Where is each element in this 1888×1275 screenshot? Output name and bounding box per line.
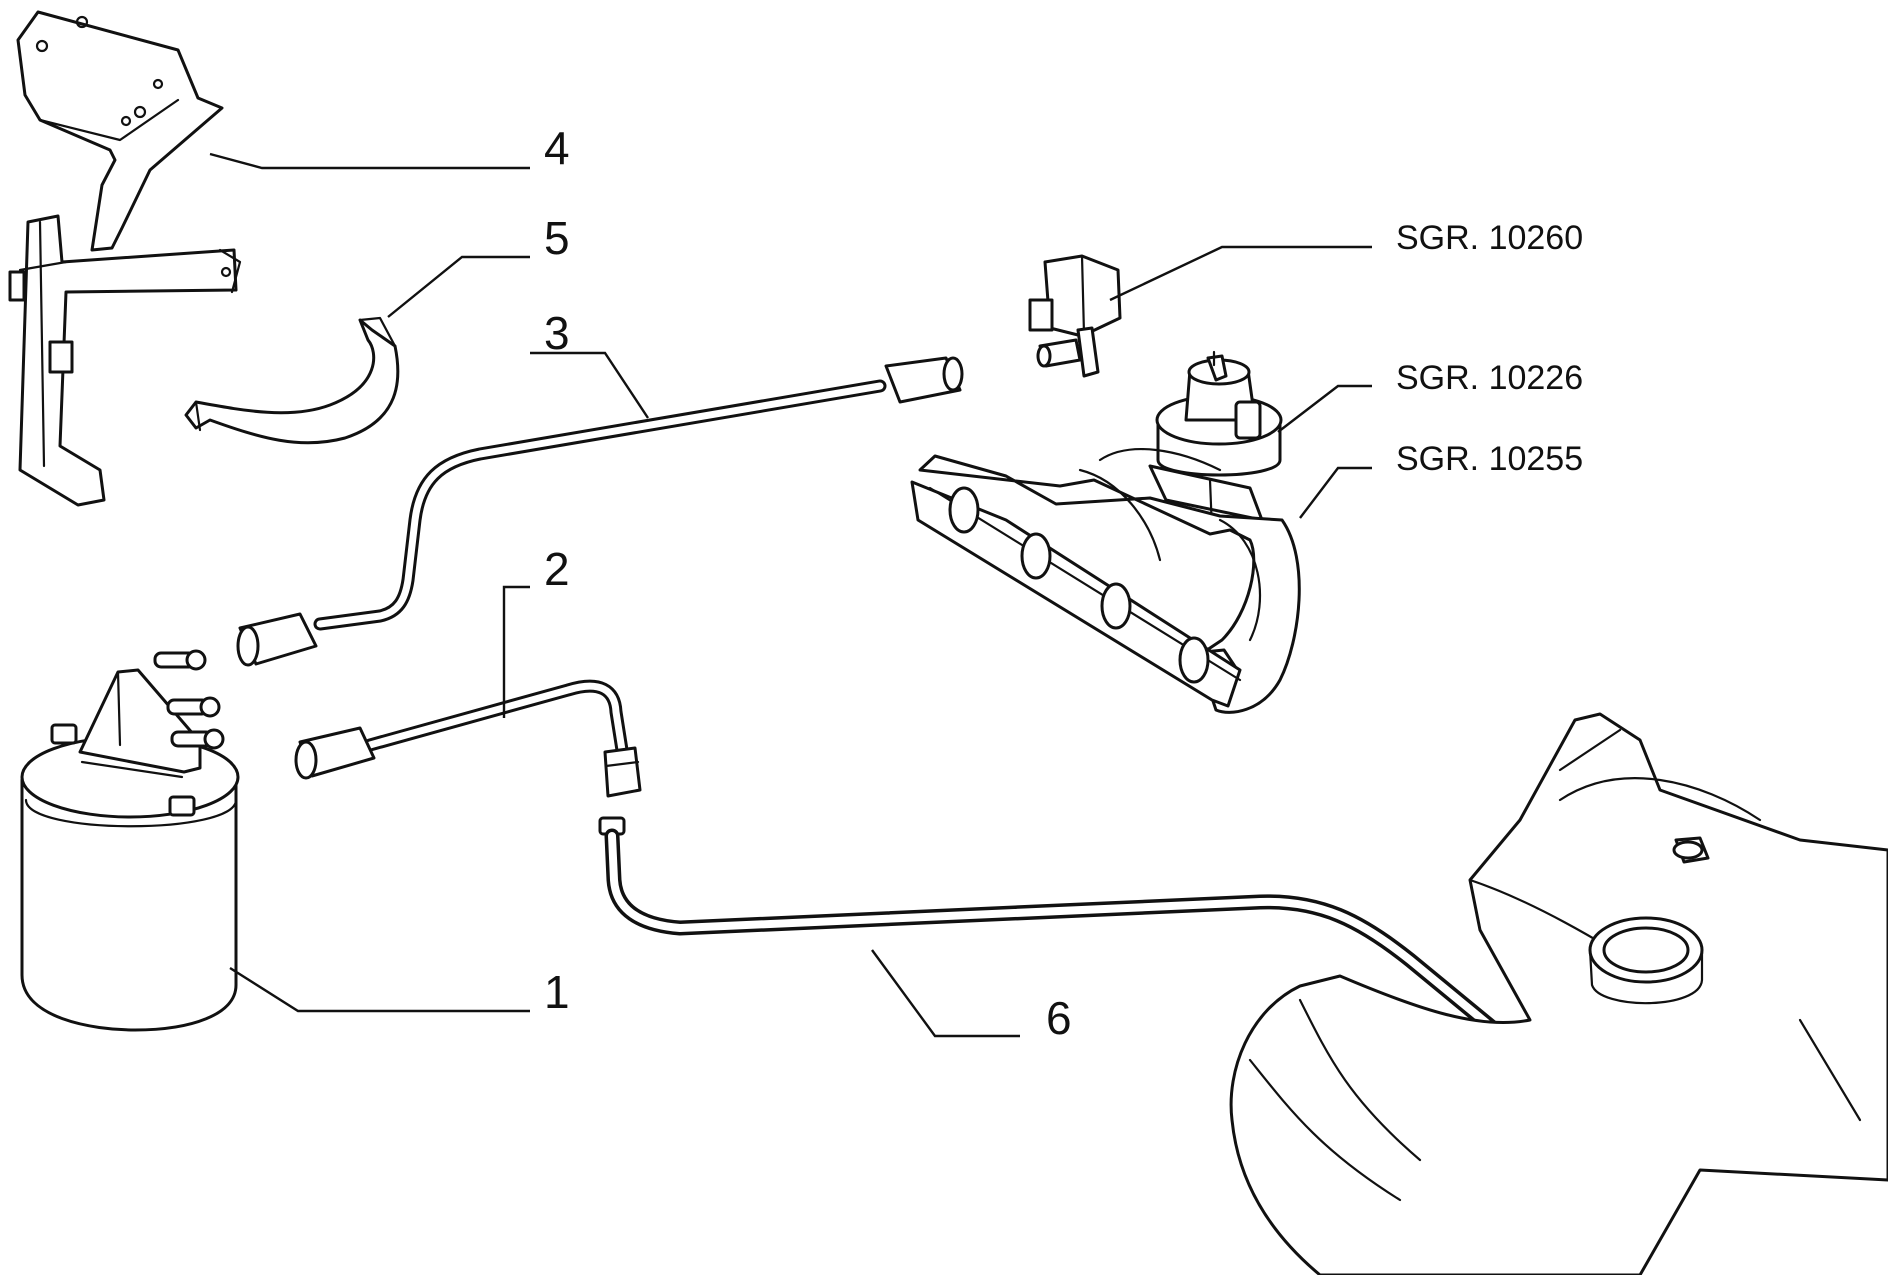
callout-5: 5: [544, 212, 570, 264]
hose-2-connector: [598, 746, 642, 836]
bracket-part-4: [8, 10, 242, 507]
fuel-tank: [1229, 712, 1888, 1275]
valve-sgr-10260: [1028, 254, 1122, 378]
reference-sgr-10260: SGR. 10260: [1396, 219, 1583, 257]
callout-3: 3: [544, 307, 570, 359]
leader-lines: [209, 152, 1372, 1038]
canister-part-1: [20, 649, 240, 1032]
hose-3-end-fitting: [236, 612, 318, 667]
hose-3-end-fitting: [884, 356, 964, 404]
hose-part-3: [236, 356, 964, 667]
callout-2: 2: [544, 543, 570, 595]
reference-sgr-10226: SGR. 10226: [1396, 359, 1583, 397]
callout-1: 1: [544, 966, 570, 1018]
hose-part-2: [294, 679, 642, 836]
reference-sgr-10255: SGR. 10255: [1396, 440, 1583, 478]
hose-2-end-fitting: [294, 726, 376, 780]
manifold-sgr-10255: [910, 448, 1301, 714]
callout-6: 6: [1046, 992, 1072, 1044]
callout-4: 4: [544, 122, 570, 174]
clamp-part-5: [184, 316, 400, 445]
